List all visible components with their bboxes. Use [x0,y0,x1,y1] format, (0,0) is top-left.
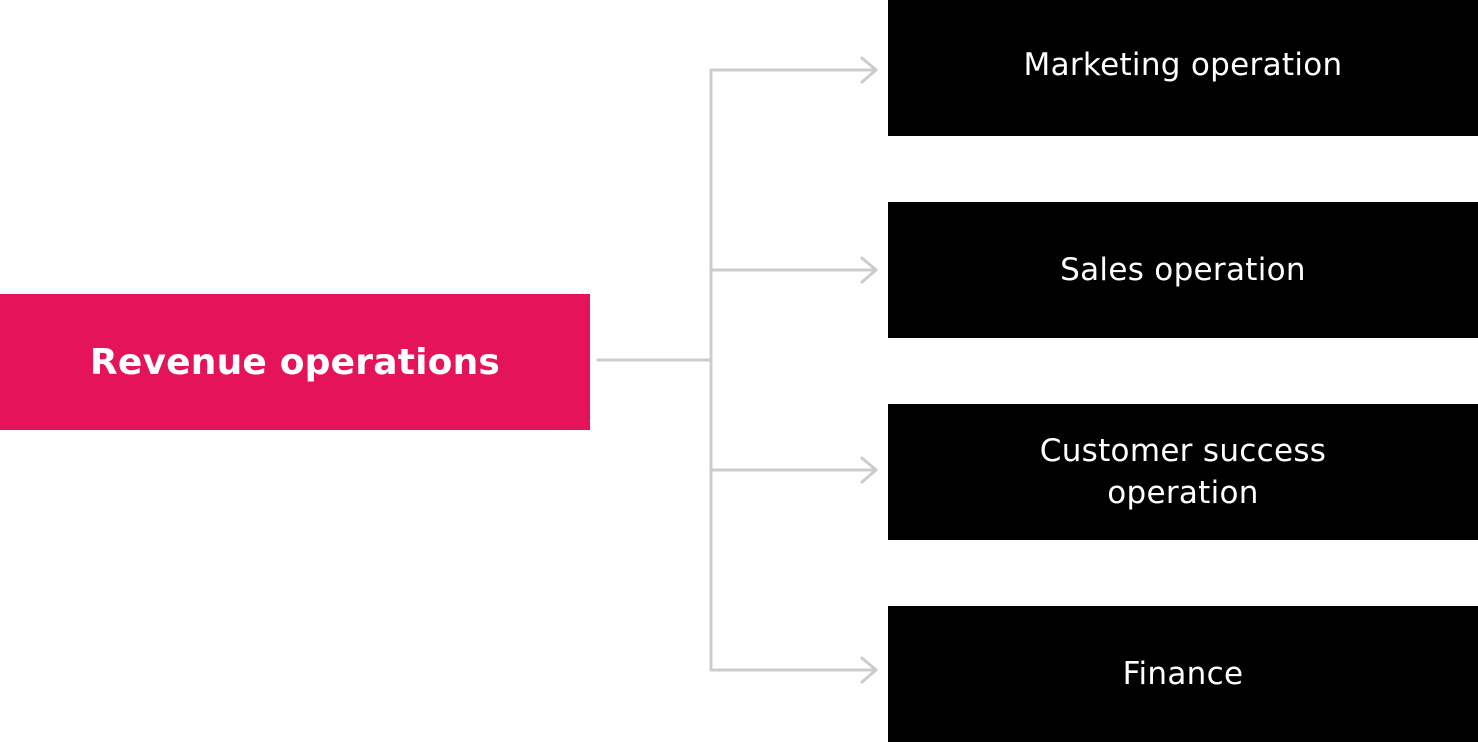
finance-node: Finance [888,606,1478,742]
marketing-operation-label: Marketing operation [1023,47,1343,83]
arrowhead-marketing [860,56,878,84]
revenue-operations-node: Revenue operations [0,294,590,430]
customer-success-operation-label: Customer success operation [1039,433,1327,511]
revenue-operations-label: Revenue operations [89,341,501,383]
marketing-operation-node: Marketing operation [888,0,1478,136]
customer-success-operation-node: Customer success operation [888,404,1478,540]
finance-label: Finance [1122,656,1244,692]
sales-operation-label: Sales operation [1060,252,1306,288]
arrowhead-customer-success [860,456,878,484]
arrowhead-finance [860,656,878,684]
sales-operation-node: Sales operation [888,202,1478,338]
arrowhead-sales [860,256,878,284]
